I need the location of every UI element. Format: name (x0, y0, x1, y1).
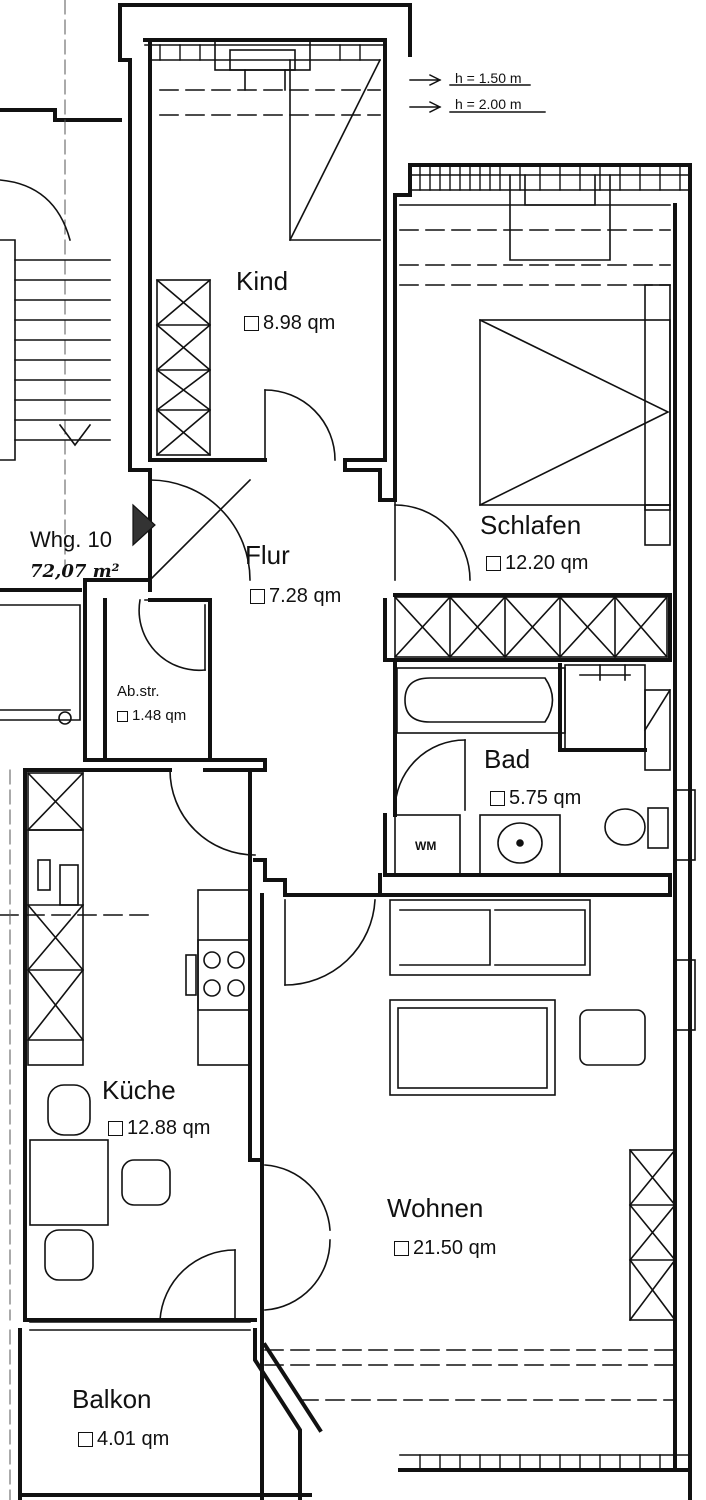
kitchen-counter (26, 771, 85, 1066)
door-entry (148, 478, 252, 582)
washing-machine-label: WM (415, 839, 437, 853)
room-wohnen-area: 21.50 qm (394, 1236, 496, 1260)
balcony-door (159, 1249, 236, 1321)
room-kueche-name: Küche (102, 1075, 176, 1105)
washing-machine (394, 814, 461, 876)
area-symbol-icon (490, 790, 505, 806)
bed-kind (288, 58, 382, 242)
entry-arrow (132, 503, 156, 547)
door-schlafen (394, 499, 471, 581)
room-bad-area: 5.75 qm (490, 786, 581, 810)
balustrade-ticks (159, 44, 681, 1471)
height-note-1: h = 1.50 m (455, 70, 522, 86)
door-bad (394, 739, 466, 811)
room-kind-name: Kind (236, 266, 289, 296)
neighbour-kitchen (0, 604, 81, 725)
kitchen-door (169, 769, 256, 856)
dormer-dashes (0, 89, 676, 1401)
unit-area-handwritten: 72,07 m² (30, 561, 120, 582)
room-flur-area: 7.28 qm (250, 584, 341, 608)
room-kind-area: 8.98 qm (244, 311, 335, 335)
toilet (604, 807, 669, 849)
sofa (389, 899, 591, 976)
staircase (0, 179, 111, 461)
door-wohnen (284, 899, 376, 986)
bathtub (396, 667, 566, 734)
room-flur-name: Flur (245, 540, 290, 570)
wardrobe-kind (155, 278, 212, 457)
area-symbol-icon (78, 1431, 93, 1447)
room-kueche-area: 12.88 qm (108, 1116, 210, 1140)
room-abstr-area: 1.48 qm (117, 707, 186, 725)
window-rails (29, 44, 691, 1456)
height-note-2: h = 2.00 m (455, 96, 522, 112)
room-wohnen-name: Wohnen (387, 1193, 484, 1223)
bath-window (643, 688, 696, 1031)
coffee-table (389, 999, 556, 1096)
wohnen-double-door (264, 1164, 331, 1311)
dormer-kind (214, 39, 311, 91)
area-symbol-icon (244, 315, 259, 331)
dining-table (29, 1084, 171, 1281)
bath-cabinet (564, 664, 646, 751)
room-abstr-name: Ab.str. (117, 683, 160, 700)
room-balkon-area: 4.01 qm (78, 1427, 169, 1451)
room-bad-name: Bad (484, 744, 531, 774)
area-symbol-icon (117, 710, 128, 722)
area-symbol-icon (394, 1240, 409, 1256)
unit-label: Whg. 10 (30, 527, 112, 552)
stove (185, 889, 251, 1066)
door-kind (264, 389, 336, 461)
shelf-wohnen (628, 1148, 677, 1322)
area-symbol-icon (108, 1120, 123, 1136)
room-balkon-name: Balkon (72, 1384, 152, 1414)
room-schlafen-area: 12.20 qm (486, 551, 588, 575)
height-arrows (409, 74, 546, 113)
bed-schlafen (478, 284, 671, 546)
area-symbol-icon (486, 555, 501, 571)
area-symbol-icon (250, 588, 265, 604)
armchair (579, 1009, 646, 1066)
door-abstr (138, 599, 211, 672)
wardrobe-schlafen (393, 595, 669, 659)
dormer-schlafen (509, 174, 611, 261)
washbasin (479, 814, 561, 876)
room-schlafen-name: Schlafen (480, 510, 582, 540)
grid-lines (9, 0, 66, 1500)
